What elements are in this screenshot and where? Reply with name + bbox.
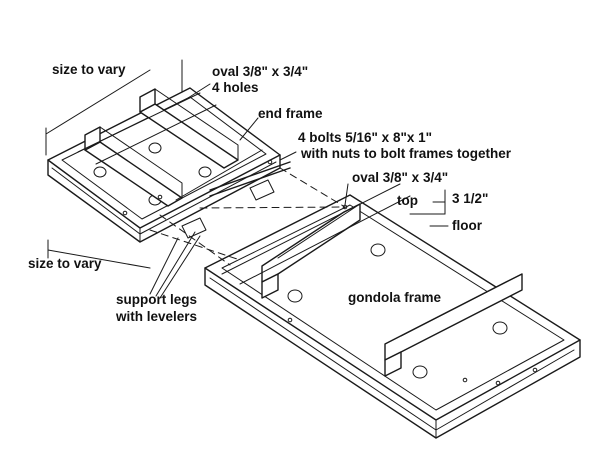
labels: size to vary oval 3/8" x 3/4" 4 holes en… (28, 62, 512, 324)
connecting-bolts (209, 161, 291, 197)
support-legs-label: support legs (116, 292, 197, 307)
top-label: top (397, 193, 418, 208)
bolts-purpose-label: with nuts to bolt frames together (300, 146, 512, 161)
end-frame (47, 87, 281, 243)
oval-holes-label: oval 3/8" x 3/4" (212, 64, 308, 79)
oval-holes-count-label: 4 holes (212, 80, 259, 95)
bolt-alignment-lines (149, 167, 346, 266)
dimension-lines (45, 59, 449, 299)
bolts-label: 4 bolts 5/16" x 8"x 1" (298, 130, 432, 145)
support-legs-levelers-label: with levelers (115, 309, 197, 324)
oval-gondola-label: oval 3/8" x 3/4" (352, 170, 448, 185)
floor-label: floor (452, 218, 483, 233)
size-to-vary-top-label: size to vary (52, 62, 126, 77)
end-frame-label: end frame (258, 106, 323, 121)
size-to-vary-bottom-label: size to vary (28, 256, 102, 271)
gondola-frame (204, 183, 581, 439)
dimension-label: 3 1/2" (452, 191, 488, 206)
gondola-frame-label: gondola frame (348, 290, 442, 305)
